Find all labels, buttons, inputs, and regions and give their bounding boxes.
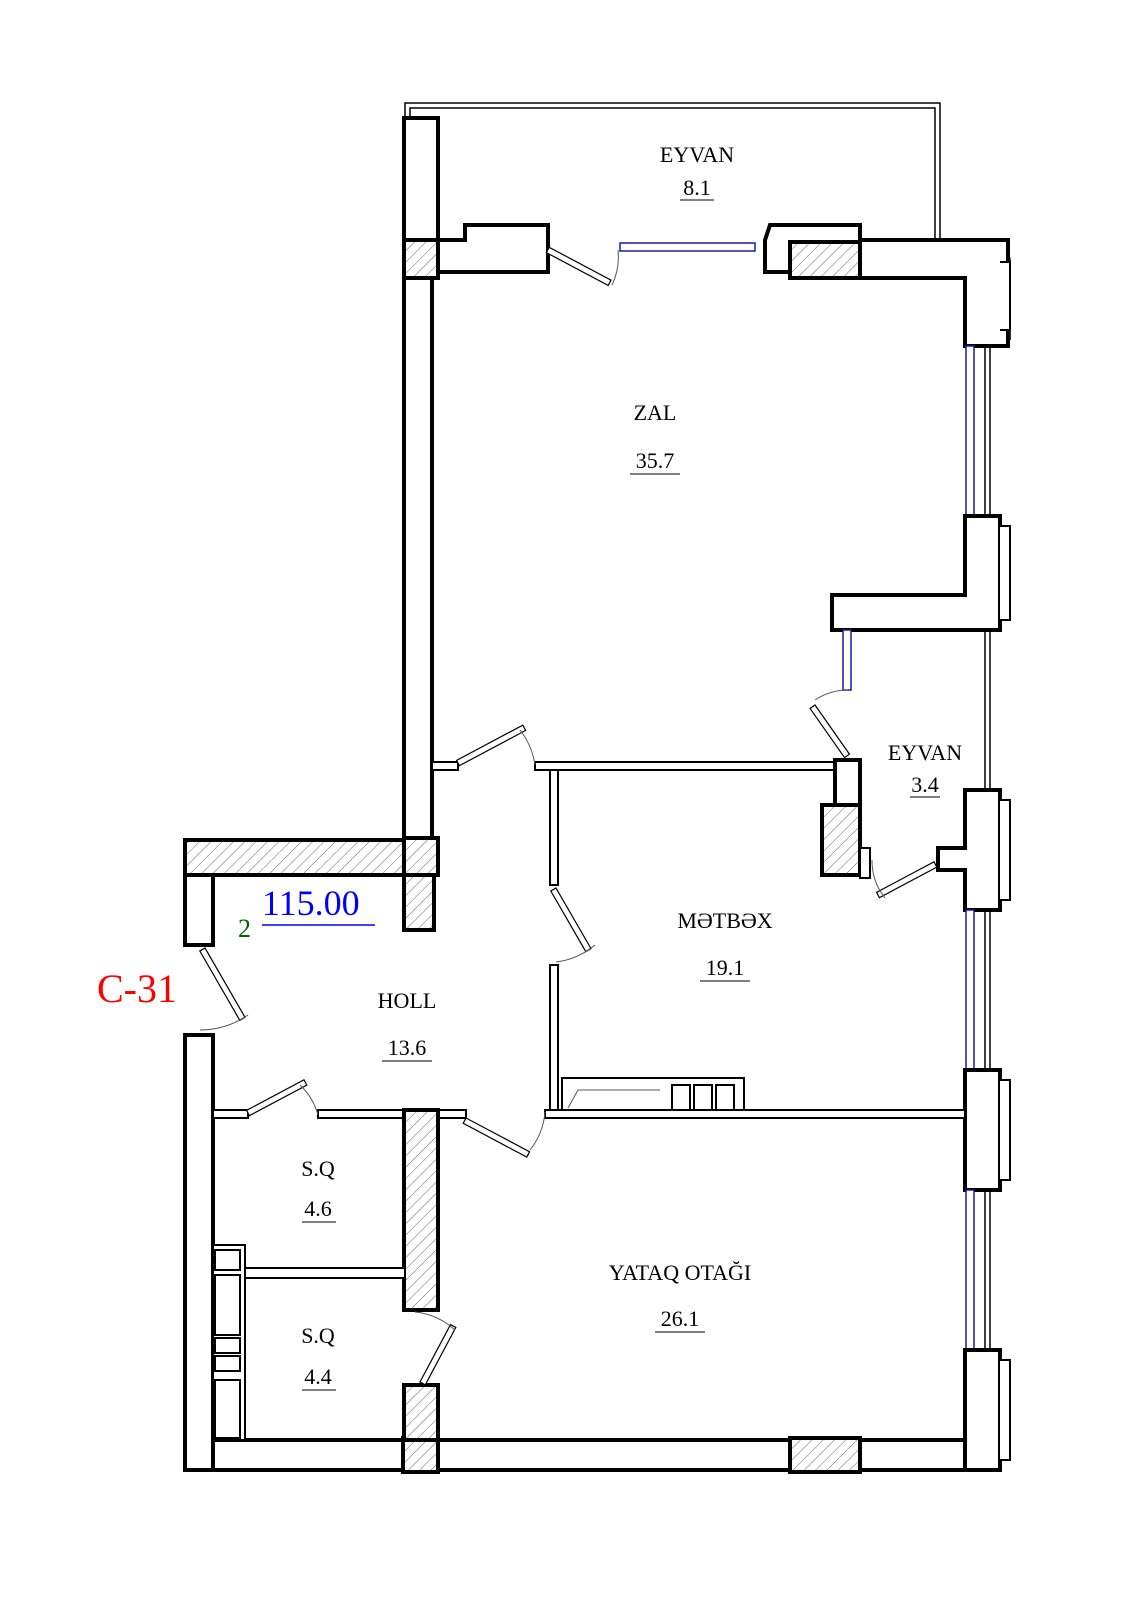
room-name: EYVAN [888,740,962,765]
bath-fixtures [212,1244,246,1441]
room-area: 19.1 [706,955,745,980]
room-bath-2: S.Q 4.4 [301,1323,336,1391]
room-area: 26.1 [661,1306,700,1331]
bottom-wall [183,1436,967,1474]
room-area: 3.4 [911,772,939,797]
room-area: 8.1 [683,175,711,200]
room-name: S.Q [301,1156,335,1181]
door-zal-balcony [545,246,619,287]
unit-code: C-31 [97,966,177,1011]
door-balcony-right [871,859,938,899]
kitchen-walls [431,758,966,1119]
room-area: 13.6 [388,1035,427,1060]
balcony-top-railing [404,102,941,240]
bedroom-right-window [965,1189,975,1351]
room-name: MƏTBƏX [677,908,772,933]
room-bedroom: YATAQ OTAĞI 26.1 [609,1260,752,1333]
zal-left-wall [402,116,440,840]
room-balcony-top: EYVAN 8.1 [660,142,734,201]
zal-right-pier [830,514,1011,632]
room-area: 35.7 [636,448,675,473]
door-bath-1 [245,1079,319,1117]
zal-right-window-upper [965,345,975,517]
kitchen-counter [561,1077,745,1111]
right-pier-mid [963,1068,1011,1192]
entry-beam [183,836,440,932]
room-balcony-right: EYVAN 3.4 [888,740,962,798]
zal-balcony-window [842,629,852,691]
bath-walls [212,1108,467,1442]
room-name: HOLL [378,988,437,1013]
room-name: ZAL [634,400,677,425]
room-area: 4.4 [304,1364,332,1389]
door-zal-holl [455,724,536,767]
door-entrance [198,947,249,1031]
balcony-top-window [619,242,756,252]
door-zal-balcony-right [809,689,851,759]
doors [198,246,938,1386]
kitchen-right-window [965,909,975,1071]
room-holl: HOLL 13.6 [378,988,437,1062]
left-wall [183,873,215,1472]
zal-top-wall [436,223,1011,348]
door-bedroom [462,1111,546,1158]
balcony-right-pier [936,788,1011,912]
room-zal: ZAL 35.7 [630,400,680,475]
door-kitchen [549,887,596,963]
room-name: S.Q [301,1323,335,1348]
room-area: 4.6 [304,1196,332,1221]
room-name: YATAQ OTAĞI [609,1260,752,1285]
total-area: 115.00 [262,883,360,923]
room-kitchen: MƏTBƏX 19.1 [677,908,773,982]
floor-number: 2 [238,914,251,943]
room-name: EYVAN [660,142,734,167]
room-bath-1: S.Q 4.6 [301,1156,336,1223]
door-bath-2 [414,1311,457,1386]
